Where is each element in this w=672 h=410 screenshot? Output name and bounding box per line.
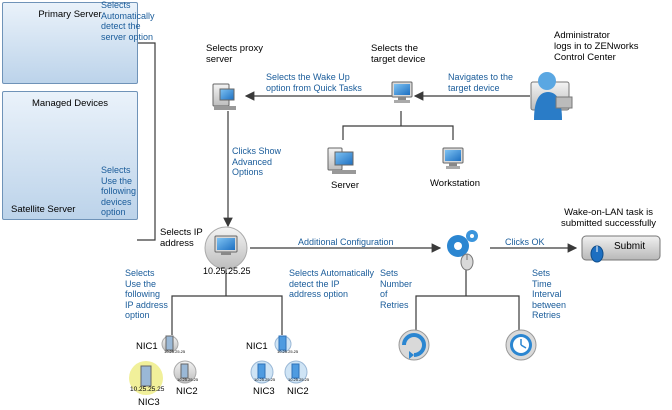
label-additional-configuration: Additional Configuration	[298, 237, 394, 247]
satellite-server-label: Satellite Server	[11, 204, 76, 215]
label-selects-auto-detect-ip: Selects Automatically detect the IP addr…	[289, 268, 375, 299]
configuration-gear-icon	[447, 230, 478, 271]
label-selects-auto-detect-server: Selects Automatically detect the server …	[101, 0, 155, 42]
label-server: Server	[331, 180, 359, 191]
branch-server-workstation	[342, 125, 454, 140]
nic-group-manual-icons	[129, 335, 197, 395]
nic-group-auto-icons	[250, 335, 308, 384]
bracket-primary-managed	[137, 42, 156, 241]
branch-nic-groups	[171, 295, 283, 335]
nic2-manual-label: NIC2	[176, 386, 198, 397]
nic3-auto-ip: 10.25.25.25	[254, 377, 276, 382]
primary-server-title: Primary Server	[38, 9, 102, 20]
administrator-icon	[530, 72, 573, 120]
label-clicks-show-advanced: Clicks Show Advanced Options	[232, 146, 282, 177]
label-selects-proxy-server: Selects proxy server	[206, 43, 264, 65]
time-interval-clock-icon	[505, 329, 537, 361]
submit-label: Submit	[614, 241, 646, 252]
nic3-manual-label: NIC3	[138, 397, 160, 408]
nic2-manual-ip: 10.25.25.25	[177, 377, 199, 382]
proxy-server-icon	[212, 83, 236, 110]
label-workstation: Workstation	[430, 178, 480, 189]
label-selects-use-following-devices: Selects Use the following devices option	[101, 165, 137, 217]
workstation-icon	[442, 147, 464, 169]
nic3-selected-ip: 10.25.25.25	[130, 386, 165, 393]
label-administrator-login: Administrator logs in to ZENworks Contro…	[554, 30, 639, 63]
nic1-auto-ip: 10.25.25.25	[277, 349, 299, 354]
label-navigates-to-target: Navigates to the target device	[448, 72, 514, 93]
label-selects-ip-address: Selects IP address	[160, 227, 203, 249]
label-clicks-ok: Clicks OK	[505, 237, 545, 247]
managed-devices-title: Managed Devices	[31, 98, 109, 109]
label-sets-number-retries: Sets Number of Retries	[380, 268, 413, 310]
managed-devices-box: Managed Devices Satellite Server	[2, 91, 138, 220]
nic1-manual-ip: 10.25.25.25	[164, 349, 186, 354]
connectors	[137, 42, 578, 335]
label-select-wake-up: Selects the Wake Up option from Quick Ta…	[266, 72, 362, 93]
server-icon	[327, 147, 356, 174]
primary-server-box: Primary Server	[2, 2, 138, 84]
retries-refresh-icon	[398, 329, 430, 361]
submit-button-graphic	[581, 235, 661, 263]
label-selects-target-device: Selects the target device	[371, 43, 426, 65]
nic1-manual-label: NIC1	[136, 341, 158, 352]
target-device-icon	[391, 81, 413, 103]
label-sets-time-interval: Sets Time Interval between Retries	[532, 268, 567, 320]
label-ip-address: 10.25.25.25	[203, 266, 251, 276]
nic1-auto-label: NIC1	[246, 341, 268, 352]
branch-retry-icons	[415, 295, 520, 330]
nic2-auto-label: NIC2	[287, 386, 309, 397]
label-wol-submitted: Wake-on-LAN task is submitted successful…	[561, 207, 657, 229]
nic3-auto-label: NIC3	[253, 386, 275, 397]
nic2-auto-ip: 10.25.25.25	[288, 377, 310, 382]
label-selects-use-following-ip: Selects Use the following IP address opt…	[125, 268, 168, 320]
ip-address-device-icon	[204, 226, 248, 270]
